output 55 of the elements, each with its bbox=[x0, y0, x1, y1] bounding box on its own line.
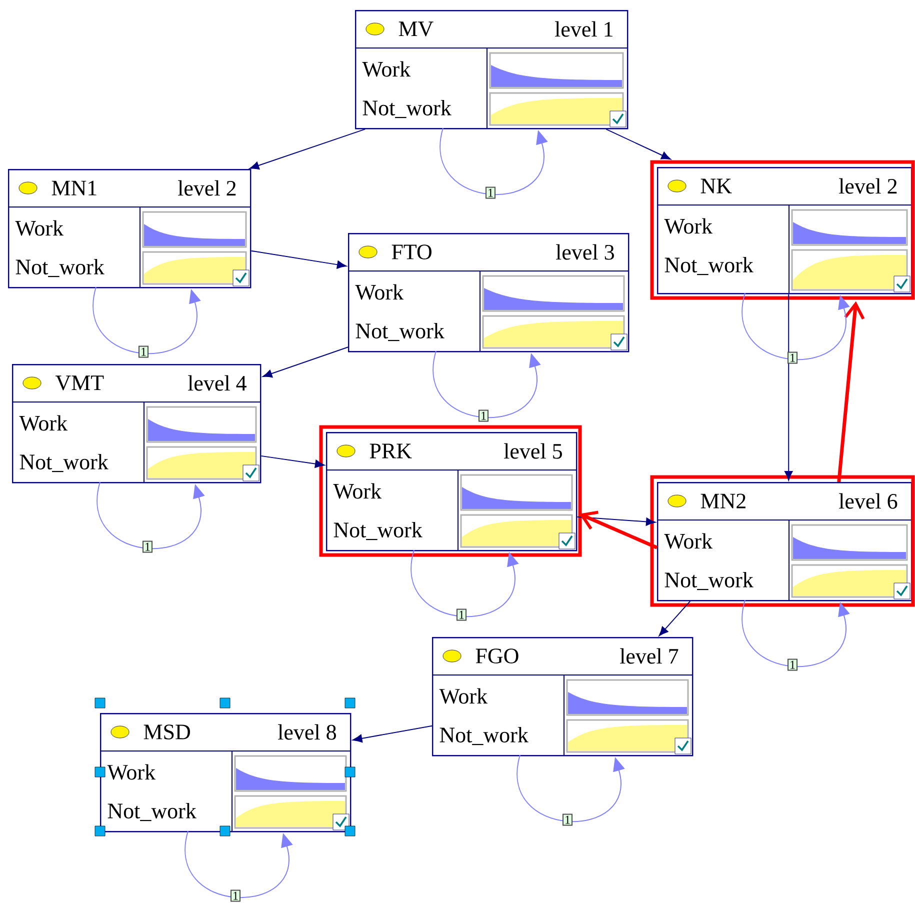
arrow bbox=[249, 128, 366, 170]
edge-label: 1 bbox=[138, 346, 148, 358]
arrow bbox=[579, 510, 658, 550]
edge-label: 1 bbox=[456, 608, 466, 621]
level-label: level 6 bbox=[839, 493, 898, 509]
state-label: Not_work bbox=[108, 802, 196, 822]
level-label: level 3 bbox=[556, 244, 614, 260]
node-title: MN1 bbox=[52, 180, 96, 196]
state-label: Not_work bbox=[440, 726, 528, 746]
level-label: level 1 bbox=[555, 21, 612, 37]
state-label: Not_work bbox=[334, 522, 422, 540]
edge-label: 1 bbox=[478, 410, 488, 422]
node-title: NK bbox=[700, 178, 732, 194]
arrow bbox=[658, 600, 691, 636]
edge-label: 1 bbox=[788, 352, 798, 364]
node-title: VMT bbox=[55, 376, 104, 390]
edge-label: 1 bbox=[562, 814, 572, 826]
state-label: Not_work bbox=[356, 322, 444, 342]
level-label: level 2 bbox=[178, 180, 236, 196]
state-label: Not_work bbox=[664, 256, 754, 276]
state-label: Not_work bbox=[362, 100, 452, 118]
arrow bbox=[260, 455, 325, 468]
level-label: level 8 bbox=[278, 724, 336, 740]
level-label: level 7 bbox=[620, 648, 678, 664]
level-label: level 2 bbox=[839, 178, 897, 194]
state-label: Not_work bbox=[20, 454, 108, 472]
state-label: Work bbox=[15, 220, 64, 236]
state-label: Work bbox=[107, 764, 156, 780]
state-label: Not_work bbox=[664, 572, 754, 590]
arrow bbox=[606, 128, 671, 160]
node-title: PRK bbox=[370, 444, 412, 458]
edge-label: 1 bbox=[142, 540, 152, 553]
node-title: MN2 bbox=[700, 494, 746, 508]
arrow bbox=[784, 294, 793, 481]
edge-label: 1 bbox=[486, 186, 496, 199]
state-label: Work bbox=[664, 533, 713, 549]
state-label: Not_work bbox=[16, 258, 104, 278]
state-label: Work bbox=[664, 218, 713, 234]
state-label: Work bbox=[355, 284, 404, 300]
arrow bbox=[262, 346, 348, 378]
arrow bbox=[837, 301, 865, 482]
edge-label: 1 bbox=[230, 890, 240, 902]
arrow bbox=[352, 725, 432, 742]
node-title: MSD bbox=[144, 724, 190, 740]
state-label: Work bbox=[19, 415, 68, 431]
edge-label: 1 bbox=[788, 658, 798, 671]
state-label: Work bbox=[439, 688, 488, 704]
node-title: FTO bbox=[392, 244, 432, 260]
level-label: level 4 bbox=[188, 375, 246, 391]
node-title: FGO bbox=[476, 648, 518, 664]
state-label: Work bbox=[362, 61, 411, 77]
node-title: MV bbox=[398, 22, 434, 36]
arrow bbox=[250, 250, 347, 269]
state-label: Work bbox=[333, 483, 382, 499]
level-label: level 5 bbox=[504, 443, 562, 459]
